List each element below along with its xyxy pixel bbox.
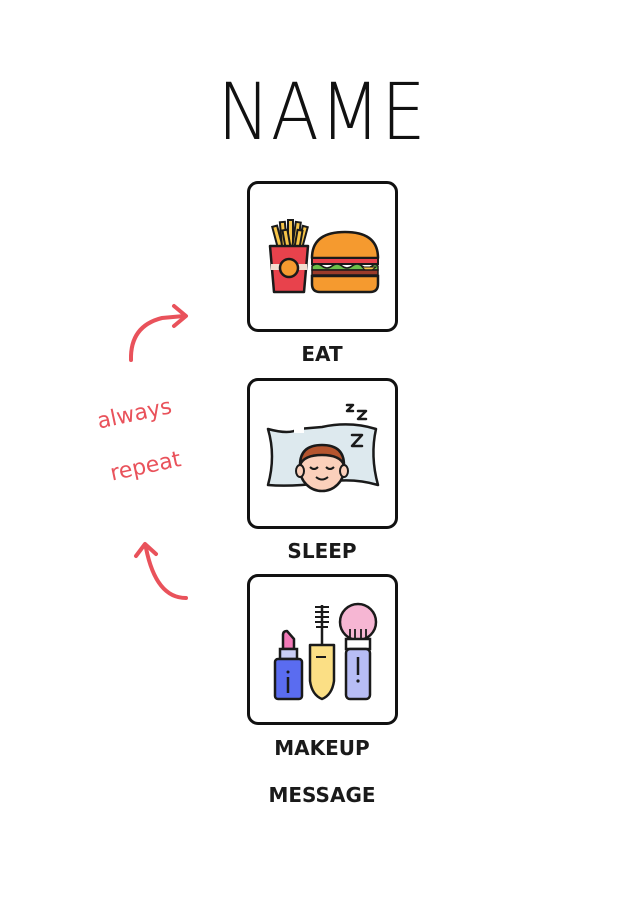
fries-burger-icon (268, 219, 380, 294)
curved-arrow-down-icon (134, 542, 188, 600)
card-eat (247, 181, 398, 332)
card-makeup (247, 574, 398, 725)
step-label-makeup: MAKEUP (274, 736, 370, 760)
curved-arrow-up-icon (128, 304, 188, 362)
annotation-line2: repeat (108, 447, 184, 487)
makeup-icon (273, 602, 378, 701)
step-label-eat: EAT (301, 342, 343, 366)
page-title: NAME (217, 68, 427, 158)
sleeping-face-icon (266, 403, 380, 493)
card-sleep (247, 378, 398, 529)
step-label-sleep: SLEEP (287, 539, 357, 563)
annotation-line1: always (95, 394, 175, 435)
message-text: MESSAGE (268, 783, 376, 807)
